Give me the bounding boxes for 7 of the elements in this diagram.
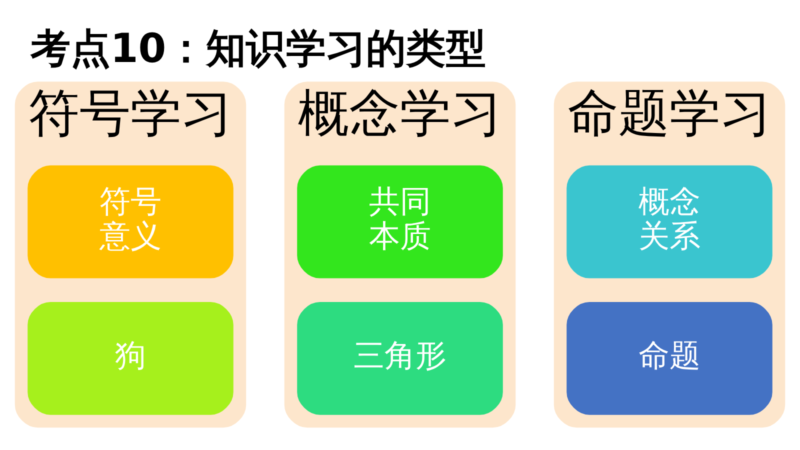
node-box: 三角形 [297, 301, 503, 414]
node-box: 符号意义 [28, 164, 234, 278]
node-box: 狗 [28, 301, 234, 414]
node-box: 概念关系 [566, 164, 772, 278]
diagram-title: 考点10：知识学习的类型 [30, 25, 486, 72]
node-box: 命题 [566, 301, 772, 414]
node-box: 共同本质 [297, 164, 503, 278]
